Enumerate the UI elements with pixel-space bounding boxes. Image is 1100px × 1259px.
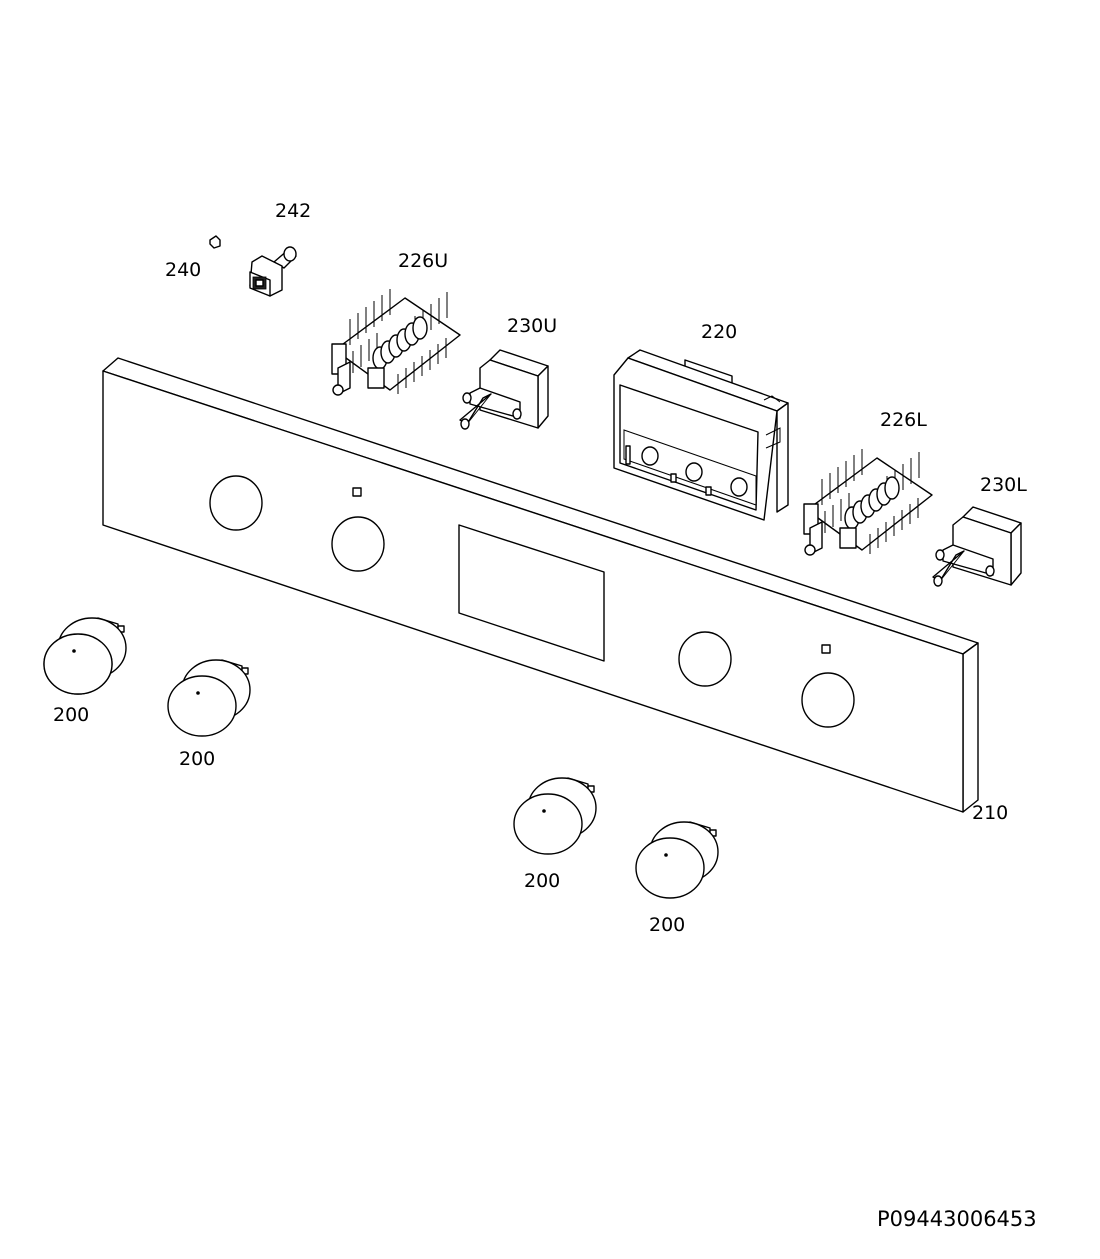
knob-hole bbox=[801, 672, 855, 728]
control-knob bbox=[635, 821, 719, 899]
label-200: 200 bbox=[649, 914, 685, 936]
label-200: 200 bbox=[53, 704, 89, 726]
label-200: 200 bbox=[179, 748, 215, 770]
control-knob bbox=[167, 659, 251, 737]
control-knob bbox=[43, 617, 127, 695]
selector-switch-lower bbox=[803, 449, 933, 556]
label-230U: 230U bbox=[507, 315, 557, 337]
clip bbox=[209, 235, 221, 249]
label-210: 210 bbox=[972, 802, 1008, 824]
indicator-window bbox=[352, 487, 362, 497]
selector-spring bbox=[372, 316, 428, 370]
label-230L: 230L bbox=[980, 474, 1027, 496]
label-200: 200 bbox=[524, 870, 560, 892]
indicator-window bbox=[821, 644, 831, 654]
label-226U: 226U bbox=[398, 250, 448, 272]
diagram-id: P09443006453 bbox=[877, 1207, 1037, 1231]
selector-switch-upper bbox=[331, 289, 461, 396]
knob-hole bbox=[209, 475, 263, 531]
thermostat-lower bbox=[932, 506, 1022, 587]
thermostat-upper bbox=[459, 349, 549, 430]
lamp-switch bbox=[249, 246, 297, 297]
display-window bbox=[458, 524, 605, 662]
label-220: 220 bbox=[701, 321, 737, 343]
control-knob bbox=[513, 777, 597, 855]
label-226L: 226L bbox=[880, 409, 927, 431]
label-240: 240 bbox=[165, 259, 201, 281]
selector-spring bbox=[844, 476, 900, 530]
knob-hole bbox=[678, 631, 732, 687]
control-panel bbox=[102, 357, 979, 813]
knob-hole bbox=[331, 516, 385, 572]
display-module bbox=[613, 349, 789, 521]
label-242: 242 bbox=[275, 200, 311, 222]
